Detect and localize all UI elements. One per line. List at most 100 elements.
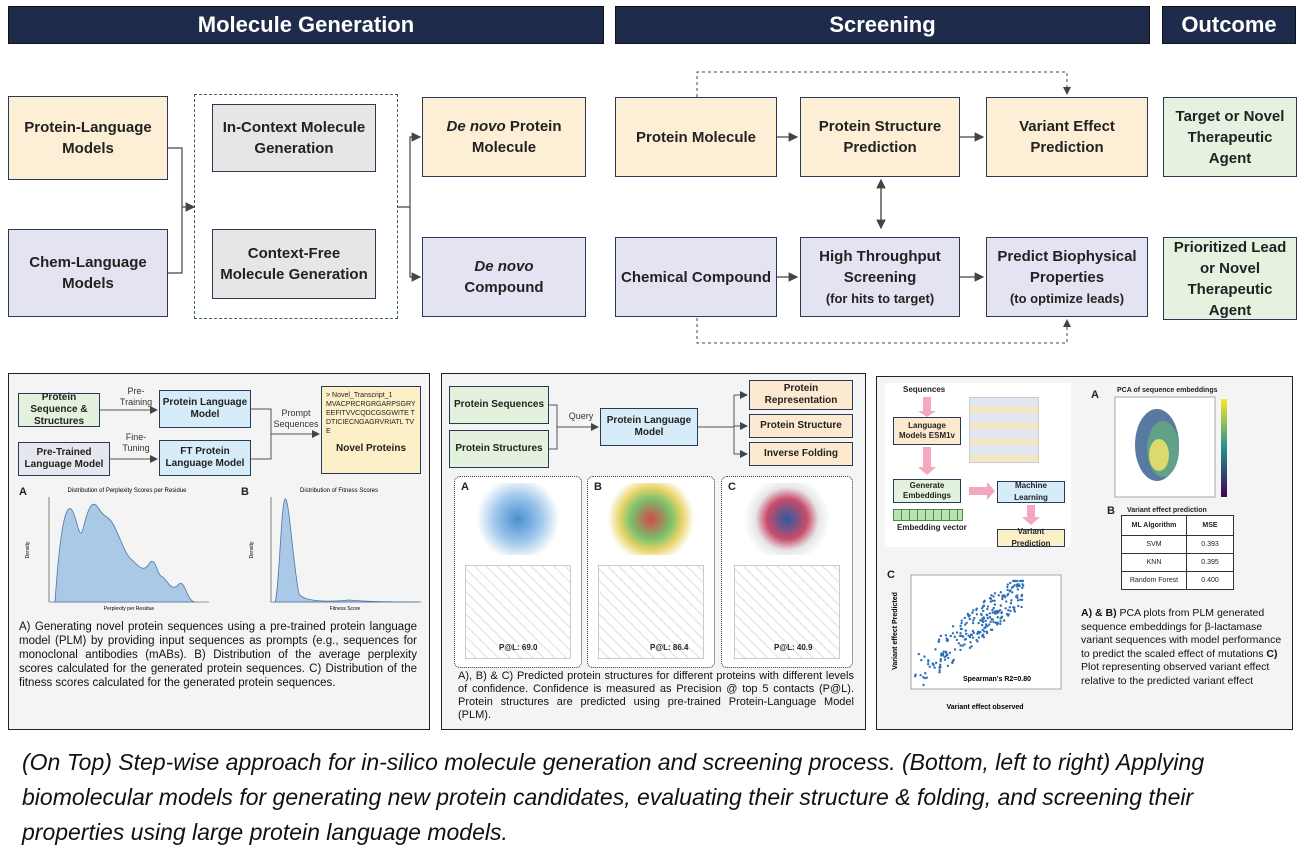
- scatter-point: [1016, 588, 1020, 591]
- scatter-point: [1012, 608, 1016, 611]
- chart-a-density-area: [54, 503, 196, 603]
- panel3-label-c: C: [887, 569, 895, 581]
- scatter-point: [1001, 597, 1004, 601]
- scatter-point: [960, 619, 963, 622]
- panel2-plm-box: Protein Language Model: [600, 408, 698, 446]
- scatter-point: [955, 638, 959, 642]
- caption3-bold-c: C): [1266, 647, 1278, 660]
- panel-variant-screening: Sequences Language Models ESM1v Generate…: [876, 376, 1293, 730]
- panel3-label-b: B: [1107, 505, 1115, 517]
- pca-scatter: [1114, 396, 1227, 498]
- scatter-point: [977, 630, 980, 633]
- scatter-point: [982, 609, 985, 613]
- scatter-ylabel: Variant effect Predicted: [892, 592, 899, 670]
- scatter-point: [1000, 611, 1004, 614]
- generate-embeddings-box: Generate Embeddings: [893, 479, 961, 503]
- predict-biophysical-box: Predict Biophysical Properties (to optimi…: [986, 237, 1148, 317]
- dnp-italic: De novo: [446, 118, 506, 135]
- panel2-arrows: [549, 391, 748, 458]
- scatter-point: [988, 612, 992, 615]
- scatter-point: [1009, 609, 1012, 613]
- scatter-point: [934, 648, 937, 651]
- protein-lm-box: Protein Language Model: [159, 390, 251, 428]
- structure-c-label: C: [728, 481, 736, 493]
- scatter-point: [984, 623, 988, 626]
- scatter-point: [946, 653, 949, 657]
- scatter-point: [963, 643, 966, 646]
- scatter-point: [938, 669, 941, 672]
- scatter-point: [971, 621, 975, 625]
- scatter-point: [961, 644, 964, 647]
- scatter-point: [933, 666, 936, 669]
- scatter-point: [1001, 595, 1004, 599]
- scatter-point: [959, 648, 962, 652]
- scatter-point: [943, 658, 947, 661]
- scatter-point: [947, 656, 950, 660]
- clm-label: Chem-Language Models: [29, 254, 147, 292]
- scatter-point: [1007, 613, 1010, 616]
- scatter-point: [1021, 579, 1025, 583]
- scatter-point: [986, 616, 989, 620]
- scatter-point: [971, 619, 975, 622]
- table-cell: SVM: [1121, 535, 1187, 554]
- scatter-point: [944, 634, 948, 637]
- header-outcome: Outcome: [1162, 6, 1296, 44]
- scatter-point: [942, 650, 945, 653]
- table-cell: Random Forest: [1121, 571, 1187, 590]
- scatter-point: [923, 676, 927, 680]
- pal-c-value: P@L: 40.9: [774, 643, 813, 652]
- scatter-point: [964, 637, 968, 641]
- chart-a-ylabel: Density: [25, 541, 31, 558]
- scatter-point: [1008, 606, 1012, 609]
- table-cell: 0.395: [1186, 553, 1234, 572]
- scatter-point: [990, 594, 993, 597]
- pbp-label: Predict Biophysical Properties: [997, 247, 1137, 286]
- scatter-point: [1008, 590, 1011, 593]
- novel-proteins-label: Novel Proteins: [335, 443, 407, 454]
- scatter-point: [919, 673, 922, 677]
- scatter-point: [983, 626, 986, 630]
- scatter-point: [988, 623, 991, 626]
- protein-a-structure-image: [473, 483, 563, 555]
- scatter-point: [932, 663, 935, 667]
- cc-label: Chemical Compound: [620, 268, 771, 286]
- protein-representation-box: Protein Representation: [749, 380, 853, 410]
- protein-c-structure-image: [742, 483, 832, 555]
- scatter-point: [968, 617, 971, 621]
- header-screening: Screening: [615, 6, 1150, 44]
- scatter-point: [963, 616, 966, 620]
- scatter-point: [968, 635, 972, 639]
- scatter-point: [955, 631, 959, 634]
- pca-subtitle: Variant effect prediction: [1127, 507, 1207, 514]
- panel2-caption: A), B) & C) Predicted protein structures…: [458, 670, 854, 721]
- scatter-point: [968, 614, 971, 617]
- scatter-point: [960, 621, 963, 625]
- chart-b-ylabel: Density: [249, 541, 255, 558]
- scatter-point: [949, 634, 952, 638]
- scatter-point: [951, 625, 955, 628]
- scatter-point: [984, 619, 987, 623]
- scatter-point: [934, 661, 938, 665]
- scatter-point: [924, 672, 927, 675]
- panel3-caption: A) & B) PCA plots from PLM generated seq…: [1081, 607, 1287, 688]
- scatter-point: [1010, 599, 1013, 602]
- scatter-point: [999, 591, 1002, 594]
- scatter-point: [993, 603, 997, 606]
- scatter-point: [972, 609, 975, 612]
- structure-a-label: A: [461, 481, 469, 493]
- scatter-point: [993, 610, 997, 613]
- scatter-point: [972, 631, 975, 635]
- scatter-point: [1017, 604, 1020, 608]
- tnta-label: Target or Novel Therapeutic Agent: [1175, 107, 1285, 167]
- scatter-point: [993, 592, 997, 595]
- scatter-point: [946, 639, 949, 642]
- dnc-rest: Compound: [464, 279, 544, 296]
- protein-structures-box: Protein Structures: [449, 430, 549, 468]
- pbp-sub: (to optimize leads): [1009, 290, 1125, 306]
- scatter-point: [971, 636, 975, 639]
- scatter-point: [970, 633, 974, 637]
- scatter-point: [1018, 579, 1022, 583]
